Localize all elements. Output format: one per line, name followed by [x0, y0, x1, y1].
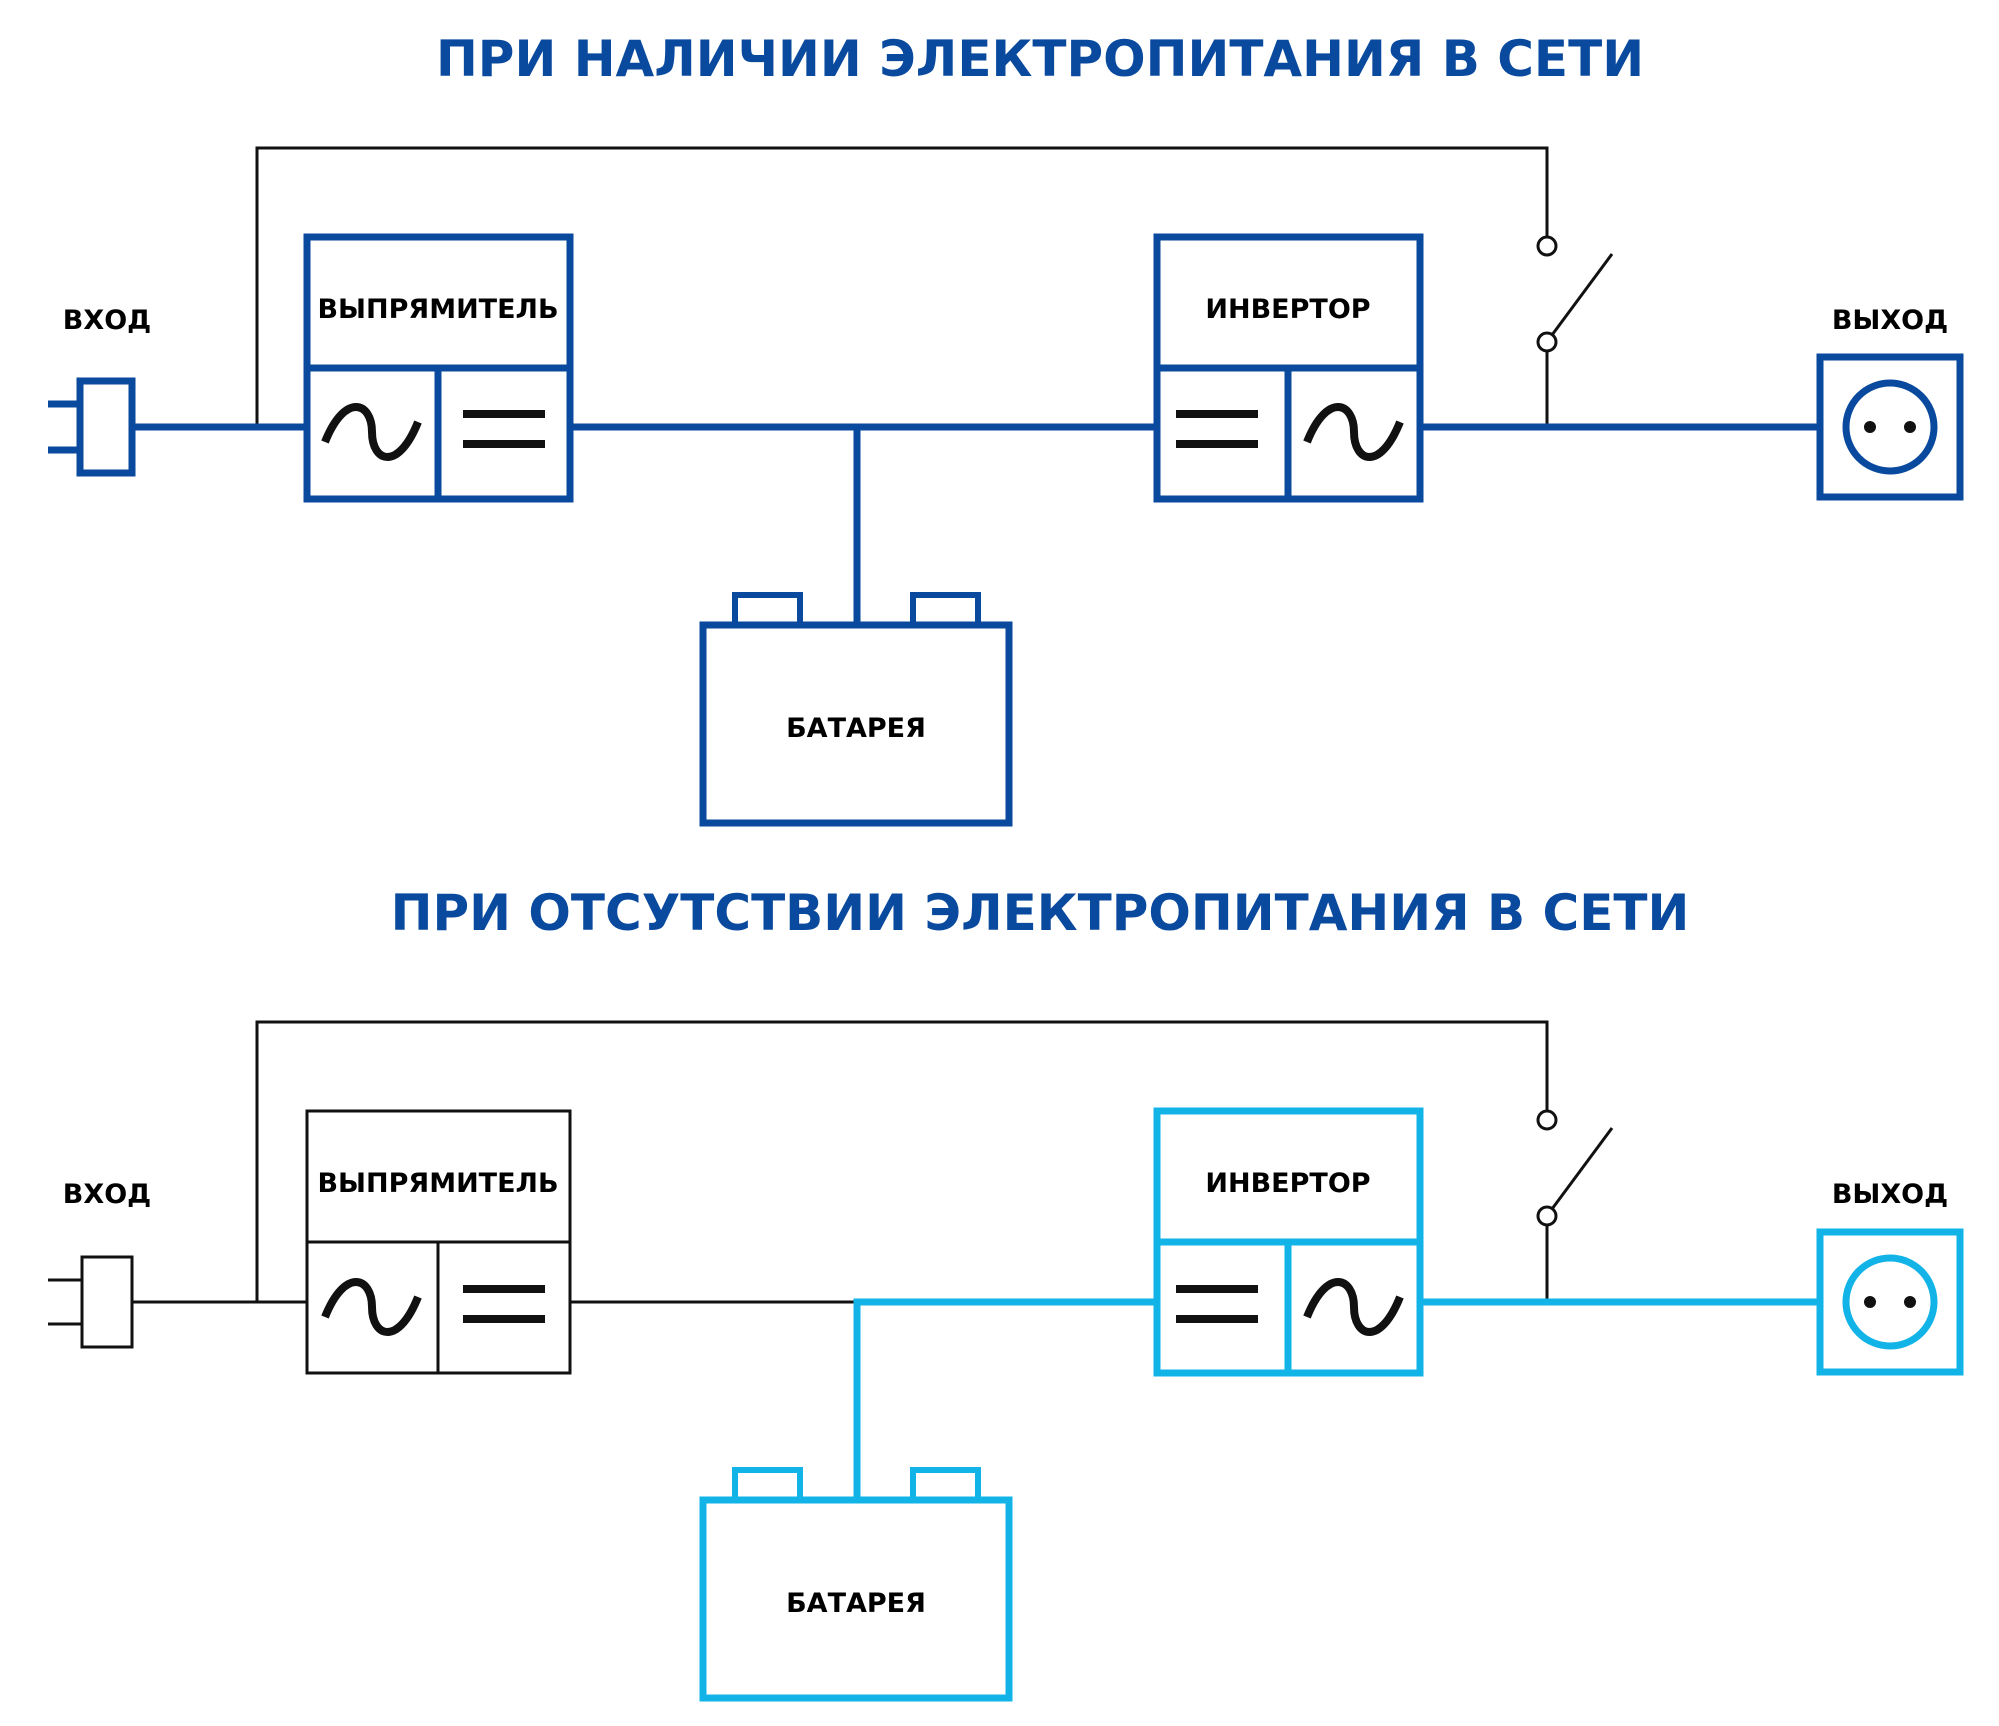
battery-icon: БАТАРЕЯ — [699, 1467, 1013, 1702]
diagram-battery: ПРИ ОТСУТСТВИИ ЭЛЕКТРОПИТАНИЯ В СЕТИ ВХО… — [48, 884, 1964, 1702]
power-socket-icon — [1816, 1228, 1964, 1376]
switch-contact-top — [1536, 235, 1558, 257]
power-plug-icon — [48, 377, 136, 477]
inverter-block: ИНВЕРТОР — [1153, 233, 1424, 503]
input-label: ВХОД — [63, 305, 151, 336]
inverter-block: ИНВЕРТОР — [1153, 1107, 1424, 1377]
diagram-online: ПРИ НАЛИЧИИ ЭЛЕКТРОПИТАНИЯ В СЕТИ ВХОД В… — [48, 30, 1964, 827]
rectifier-label: ВЫПРЯМИТЕЛЬ — [317, 1168, 558, 1199]
power-socket-icon — [1816, 353, 1964, 501]
rectifier-label: ВЫПРЯМИТЕЛЬ — [317, 294, 558, 325]
ac-wave-icon — [321, 403, 422, 461]
rectifier-block: ВЫПРЯМИТЕЛЬ — [305, 1109, 572, 1375]
ac-wave-icon — [321, 1278, 422, 1336]
dc-bars-icon — [1176, 1285, 1258, 1323]
battery-label: БАТАРЕЯ — [786, 713, 926, 744]
ac-wave-icon — [1303, 403, 1404, 461]
inverter-label: ИНВЕРТОР — [1205, 294, 1370, 325]
power-plug-icon — [48, 1255, 134, 1349]
diagram-title-battery: ПРИ ОТСУТСТВИИ ЭЛЕКТРОПИТАНИЯ В СЕТИ — [391, 884, 1690, 942]
diagram-title-online: ПРИ НАЛИЧИИ ЭЛЕКТРОПИТАНИЯ В СЕТИ — [436, 30, 1644, 88]
dc-bars-icon — [463, 1285, 545, 1323]
ac-wave-icon — [1303, 1278, 1404, 1336]
output-label: ВЫХОД — [1832, 305, 1948, 336]
output-label: ВЫХОД — [1832, 1179, 1948, 1210]
dc-bars-icon — [463, 410, 545, 448]
rectifier-block: ВЫПРЯМИТЕЛЬ — [303, 233, 574, 503]
battery-to-inverter-line — [853, 1298, 1157, 1497]
switch-contact-top — [1536, 1109, 1558, 1131]
battery-label: БАТАРЕЯ — [786, 1588, 926, 1619]
input-label: ВХОД — [63, 1179, 151, 1210]
dc-bars-icon — [1176, 410, 1258, 448]
switch-blade — [1550, 253, 1614, 336]
bypass-line — [255, 1020, 1549, 1302]
bypass-line — [255, 146, 1549, 427]
switch-blade — [1550, 1127, 1614, 1210]
battery-icon: БАТАРЕЯ — [699, 592, 1013, 827]
inverter-label: ИНВЕРТОР — [1205, 1168, 1370, 1199]
